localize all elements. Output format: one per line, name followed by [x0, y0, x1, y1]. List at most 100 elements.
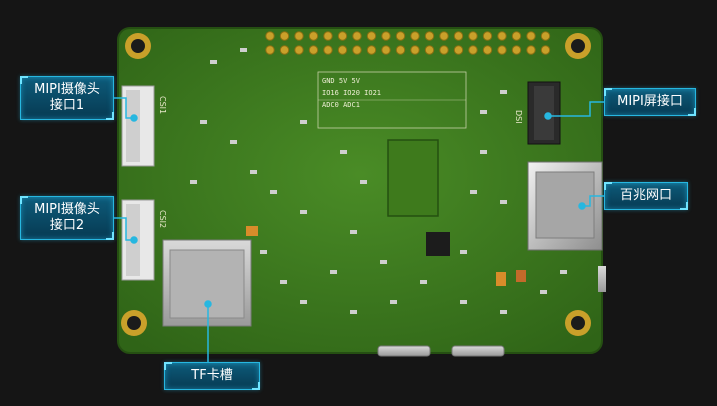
gpio-pad — [453, 45, 464, 55]
callout-mipi-camera-1: MIPI摄像头 接口1 — [20, 76, 114, 120]
smd-part — [210, 60, 217, 64]
side-connector — [598, 266, 606, 292]
gpio-pad — [352, 45, 362, 55]
smd-part — [480, 150, 487, 154]
gpio-pad — [308, 45, 319, 55]
pin-table-row-3: ADC0 ADC1 — [322, 101, 360, 109]
gpio-pad — [453, 31, 464, 41]
callout-mipi-camera-2-line2: 接口2 — [49, 218, 85, 233]
gpio-pad — [381, 45, 391, 55]
gpio-pad — [497, 31, 507, 41]
smd-part — [340, 150, 347, 154]
gpio-pad — [294, 31, 304, 41]
callout-mipi-camera-1-line2: 接口1 — [49, 98, 85, 113]
gpio-pad — [526, 31, 536, 41]
callout-ethernet: 百兆网口 — [604, 182, 688, 210]
mounting-hole-top-left — [125, 33, 151, 59]
callout-mipi-camera-2-line1: MIPI摄像头 — [34, 202, 100, 217]
bottom-connector-1 — [377, 345, 431, 357]
gpio-header — [265, 31, 551, 55]
smd-part — [540, 290, 547, 294]
smd-part — [380, 260, 387, 264]
smd-part — [460, 300, 467, 304]
callout-tf-slot-text: TF卡槽 — [191, 368, 233, 383]
smd-part — [270, 190, 277, 194]
gpio-pad — [511, 45, 522, 55]
gpio-pad — [381, 31, 391, 41]
gpio-pad — [279, 31, 290, 41]
callout-tf-slot: TF卡槽 — [164, 362, 260, 390]
gpio-pad — [526, 45, 536, 55]
gpio-pad — [265, 31, 275, 41]
smd-part — [420, 280, 427, 284]
orange-component — [246, 226, 258, 236]
gpio-pad — [323, 31, 333, 41]
smd-part — [280, 280, 287, 284]
amber-component-1 — [496, 272, 506, 286]
smd-part — [560, 270, 567, 274]
callout-mipi-camera-1-line1: MIPI摄像头 — [34, 82, 100, 97]
mounting-hole-bottom-left — [121, 310, 147, 336]
gpio-pad — [482, 31, 493, 41]
csi1-silkscreen: CSI1 — [158, 96, 167, 114]
smd-part — [230, 140, 237, 144]
gpio-pad — [468, 45, 478, 55]
smd-components — [190, 48, 567, 314]
gpio-pad — [482, 45, 493, 55]
callout-mipi-screen: MIPI屏接口 — [604, 88, 696, 116]
callout-lines — [114, 97, 604, 362]
callout-mipi-screen-text: MIPI屏接口 — [617, 94, 683, 109]
smd-part — [500, 90, 507, 94]
ethernet-jack — [527, 161, 603, 251]
gpio-pad — [424, 31, 435, 41]
gpio-pad — [308, 31, 319, 41]
gpio-pad — [540, 31, 551, 41]
gpio-pad — [337, 31, 348, 41]
gpio-pad — [395, 45, 406, 55]
pin-table-row-1: GND 5V 5V — [322, 77, 360, 85]
smd-part — [480, 110, 487, 114]
callout-mipi-camera-2: MIPI摄像头 接口2 — [20, 196, 114, 240]
csi1-connector — [121, 85, 155, 167]
gpio-pad — [468, 31, 478, 41]
smd-part — [300, 210, 307, 214]
gpio-pad — [337, 45, 348, 55]
smd-part — [390, 300, 397, 304]
dsi-silkscreen: DSI — [514, 110, 523, 124]
smd-part — [300, 120, 307, 124]
gpio-pad — [497, 45, 507, 55]
callout-ethernet-text: 百兆网口 — [619, 188, 672, 203]
small-ic — [426, 232, 450, 256]
gpio-pad — [279, 45, 290, 55]
smd-part — [460, 250, 467, 254]
smd-part — [500, 310, 507, 314]
mounting-hole-bottom-right — [565, 310, 591, 336]
smd-part — [200, 120, 207, 124]
gpio-pad — [424, 45, 435, 55]
bottom-connector-2 — [451, 345, 505, 357]
smd-part — [360, 180, 367, 184]
amber-component-2 — [516, 270, 526, 282]
smd-part — [250, 170, 257, 174]
csi2-silkscreen: CSI2 — [158, 210, 167, 228]
smd-part — [350, 310, 357, 314]
smd-part — [330, 270, 337, 274]
pin-table-text: GND 5V 5V IO16 IO20 IO21 ADC0 ADC1 — [322, 75, 462, 111]
smd-part — [260, 250, 267, 254]
smd-part — [470, 190, 477, 194]
soc-chip — [387, 139, 439, 217]
gpio-pad — [540, 45, 551, 55]
dsi-connector — [527, 81, 561, 145]
gpio-pad — [366, 45, 377, 55]
gpio-pad — [439, 45, 449, 55]
mounting-hole-top-right — [565, 33, 591, 59]
smd-part — [190, 180, 197, 184]
gpio-pad — [265, 45, 275, 55]
gpio-pad — [366, 31, 377, 41]
smd-part — [350, 230, 357, 234]
smd-part — [300, 300, 307, 304]
smd-part — [240, 48, 247, 52]
gpio-pad — [511, 31, 522, 41]
gpio-pad — [439, 31, 449, 41]
